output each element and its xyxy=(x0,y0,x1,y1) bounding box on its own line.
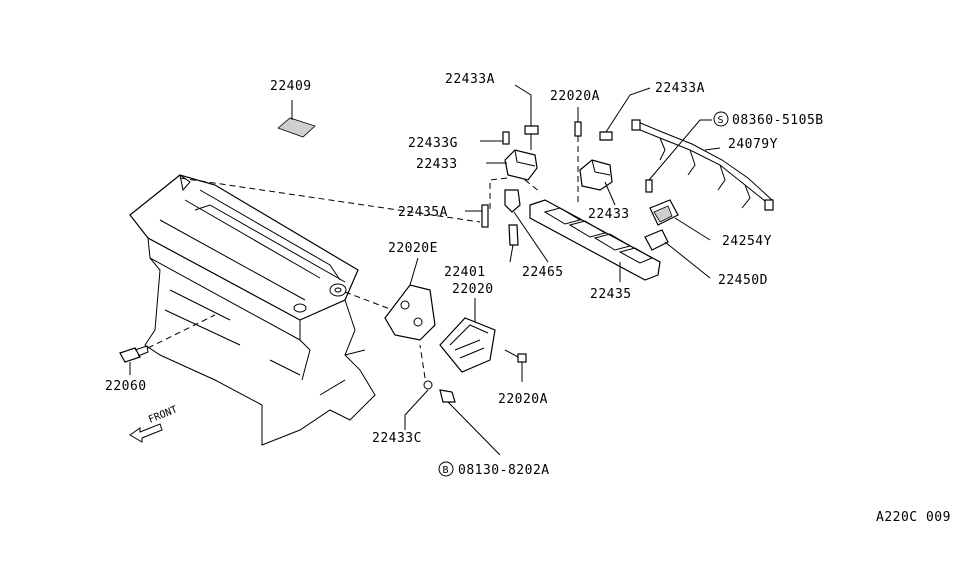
bolt-22020A-top xyxy=(574,107,582,205)
washer-22433C xyxy=(404,344,433,430)
label-08360-5105B: 08360-5105B xyxy=(732,113,824,128)
label-24079Y: 24079Y xyxy=(728,137,778,152)
label-22433A-right: 22433A xyxy=(655,81,705,96)
label-22020E: 22020E xyxy=(388,241,438,256)
label-22433-right: 22433 xyxy=(588,207,630,222)
label-22433C: 22433C xyxy=(372,431,422,446)
wire-harness-24079Y xyxy=(631,119,774,211)
sensor-22060 xyxy=(119,314,216,375)
screw-08360 xyxy=(645,119,712,193)
label-08360-prefix: S xyxy=(718,115,724,126)
diagram-code: A220C 009 xyxy=(876,510,951,525)
label-24254Y: 24254Y xyxy=(722,234,772,249)
bolt-22020A-bottom xyxy=(504,349,527,382)
ignition-coil-left xyxy=(486,149,541,210)
label-22401: 22401 xyxy=(444,265,486,280)
label-08130-8202A: 08130-8202A xyxy=(458,463,550,478)
label-22020A-top: 22020A xyxy=(550,89,600,104)
engine-block xyxy=(129,173,376,446)
connector-24254Y xyxy=(649,199,711,241)
label-22433A-left: 22433A xyxy=(445,72,495,87)
bracket-22020E xyxy=(384,257,436,341)
label-22433-left: 22433 xyxy=(416,157,458,172)
bolt-08130 xyxy=(439,389,501,456)
ignition-coil-right xyxy=(579,159,616,206)
b-marker xyxy=(438,461,454,477)
label-22020A-bottom: 22020A xyxy=(498,392,548,407)
s-marker xyxy=(713,111,729,127)
label-22060: 22060 xyxy=(105,379,147,394)
coil-cap-22465 xyxy=(504,189,549,263)
label-22020: 22020 xyxy=(452,282,494,297)
spark-plug-22401 xyxy=(508,224,519,263)
label-08130-prefix: B xyxy=(443,465,449,476)
label-front: FRONT xyxy=(147,404,179,425)
label-22433G: 22433G xyxy=(408,136,458,151)
label-22450D: 22450D xyxy=(718,273,768,288)
unit-22020 xyxy=(439,298,496,373)
label-sticker-22409 xyxy=(277,100,316,138)
bolt-22433A-right xyxy=(599,87,651,141)
label-22435: 22435 xyxy=(590,287,632,302)
label-22465: 22465 xyxy=(522,265,564,280)
label-22409: 22409 xyxy=(270,79,312,94)
front-arrow xyxy=(129,423,163,443)
clip-22450D xyxy=(644,229,711,279)
bolt-22433A-left xyxy=(514,84,539,150)
bolt-22433G xyxy=(480,131,510,145)
label-22435A: 22435A xyxy=(398,205,448,220)
bracket-22435 xyxy=(529,199,661,282)
plug-22435A xyxy=(465,204,489,228)
